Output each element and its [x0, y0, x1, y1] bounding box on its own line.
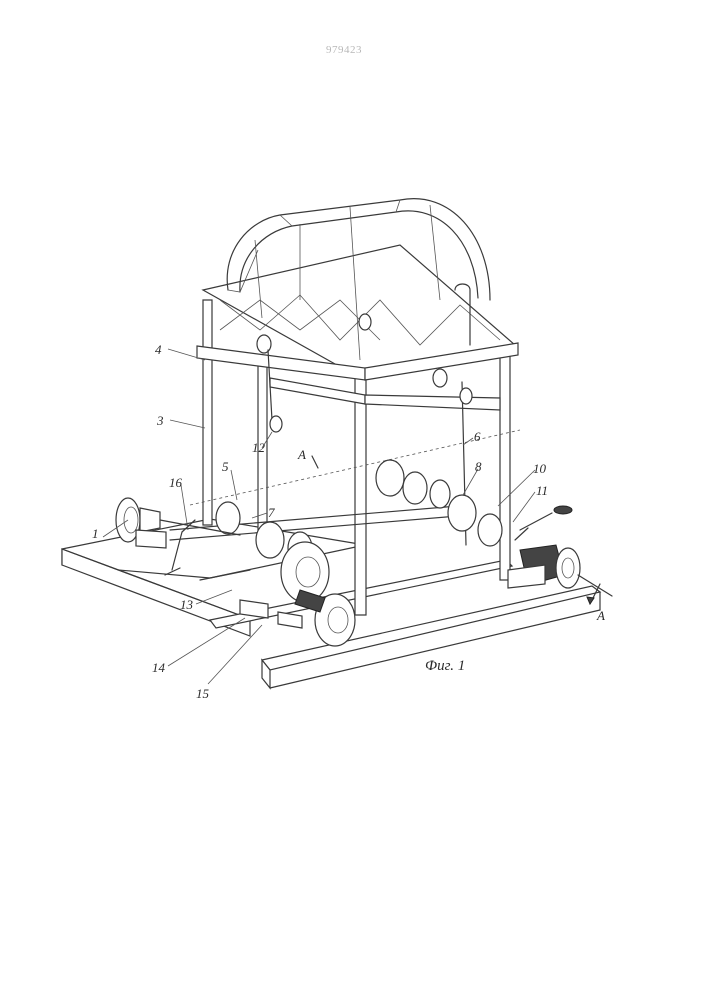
section-mark: A	[596, 608, 605, 623]
part-label: 16	[169, 475, 183, 490]
part-label: 7	[268, 505, 275, 520]
part-label: 4	[155, 342, 162, 357]
part-label: 14	[152, 660, 166, 675]
part-label: 5	[222, 459, 229, 474]
part-label: 3	[156, 413, 164, 428]
part-label: 11	[536, 483, 548, 498]
right-motor	[508, 506, 612, 596]
part-label: 15	[196, 686, 210, 701]
part-label: 13	[180, 597, 194, 612]
section-mark: A	[297, 447, 306, 462]
figure-caption: Фиг. 1	[425, 658, 465, 674]
part-label: 8	[475, 459, 482, 474]
part-label: 6	[474, 429, 481, 444]
part-label: 12	[252, 440, 266, 455]
part-label: 10	[533, 461, 547, 476]
part-label: 1	[92, 526, 99, 541]
